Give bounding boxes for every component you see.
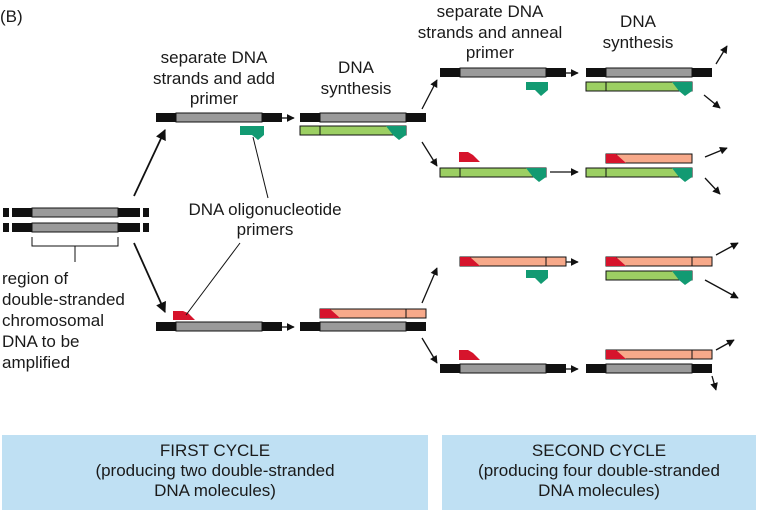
c2-row1-product	[585, 67, 712, 96]
svg-text:strands and add: strands and add	[153, 69, 275, 88]
c2-row3-template	[459, 256, 567, 284]
svg-text:region of: region of	[2, 269, 68, 288]
svg-text:primer: primer	[190, 89, 239, 108]
arrow-to-top-strand	[133, 129, 166, 197]
primers-label-line1: DNA oligonucleotide	[188, 200, 341, 219]
step1-label: separate DNA strands and add primer	[153, 48, 275, 108]
c2-row1-template	[440, 67, 566, 96]
c2-row2-product	[585, 153, 693, 182]
primer-pointer-top	[252, 136, 269, 199]
panel-letter: (B)	[0, 7, 23, 26]
svg-text:double-stranded: double-stranded	[2, 290, 125, 309]
second-cycle-title: SECOND CYCLE	[531, 441, 667, 460]
primer-pointer-bottom	[185, 242, 241, 316]
primer-red	[173, 311, 195, 320]
step2-label: separate DNA strands and anneal primer	[418, 2, 563, 62]
second-cycle-sub2: DNA molecules)	[538, 481, 660, 500]
c2-row2-template	[439, 152, 547, 182]
arrow-to-c2-1	[421, 79, 438, 110]
second-cycle-sub1: (producing four double-stranded	[478, 461, 720, 480]
first-cycle-sub1: (producing two double-stranded	[95, 461, 335, 480]
synth2-line2: synthesis	[603, 33, 674, 52]
svg-text:amplified: amplified	[2, 353, 70, 372]
svg-text:separate DNA: separate DNA	[161, 48, 268, 67]
arrow-to-bottom-strand	[133, 242, 166, 313]
arrow-to-c2-2	[421, 141, 438, 167]
c2-row4-template	[440, 350, 566, 374]
c2-row3-product	[605, 256, 713, 285]
first-cycle-panel: FIRST CYCLE (producing two double-strand…	[2, 435, 428, 510]
c2-row4-product	[586, 349, 713, 374]
arrow-to-c2-4	[421, 337, 438, 364]
cycle1-top-product	[299, 112, 426, 140]
synth2-line1: DNA	[620, 12, 657, 31]
cycle1-top-template	[156, 112, 282, 140]
primers-label-line2: primers	[237, 220, 294, 239]
cycle1-bottom-template	[156, 311, 282, 332]
cycle1-bottom-product	[300, 308, 427, 332]
region-label: region of double-stranded chromosomal DN…	[2, 269, 125, 372]
chromosomal-dna	[3, 207, 149, 262]
outgoing-arrows	[703, 45, 739, 391]
second-cycle-panel: SECOND CYCLE (producing four double-stra…	[442, 435, 756, 510]
primer-green	[240, 126, 264, 140]
synth1-line2: synthesis	[321, 79, 392, 98]
svg-text:chromosomal: chromosomal	[2, 311, 104, 330]
svg-text:primer: primer	[466, 43, 515, 62]
first-cycle-title: FIRST CYCLE	[159, 441, 271, 460]
synth1-line1: DNA	[338, 58, 375, 77]
svg-text:separate DNA: separate DNA	[437, 2, 544, 21]
first-cycle-sub2: DNA molecules)	[154, 481, 276, 500]
svg-text:DNA to be: DNA to be	[2, 332, 80, 351]
svg-text:strands and anneal: strands and anneal	[418, 23, 563, 42]
arrow-to-c2-3	[421, 267, 438, 304]
